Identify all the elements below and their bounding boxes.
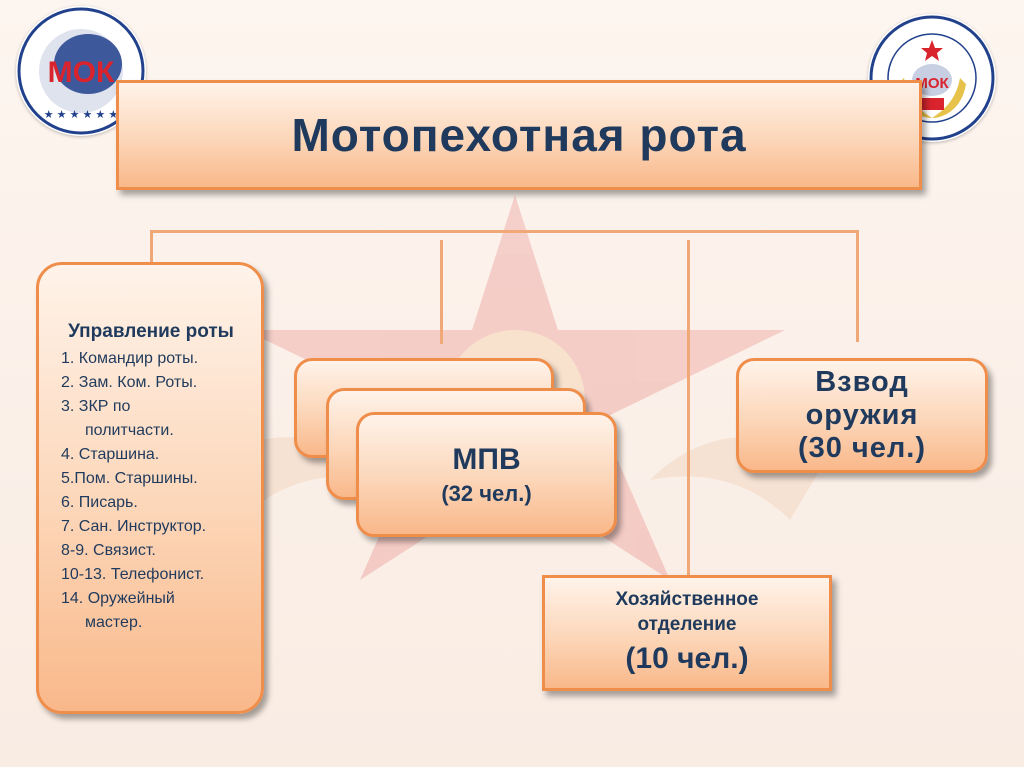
management-list: 1. Командир роты. 2. Зам. Ком. Роты. 3. … <box>61 347 261 635</box>
management-item: 7. Сан. Инструктор. <box>61 518 207 535</box>
management-box: Управление роты 1. Командир роты. 2. Зам… <box>36 262 264 714</box>
management-item: 4. Старшина. <box>61 446 160 463</box>
logo-right-text: МОК <box>915 75 949 92</box>
weapons-count: (30 чел.) <box>797 432 927 464</box>
management-item: мастер. <box>85 614 143 631</box>
connector-to-weapons <box>856 230 859 342</box>
svg-text:★ ★ ★ ★ ★ ★: ★ ★ ★ ★ ★ ★ <box>44 109 119 121</box>
household-line1: Хозяйственное <box>615 589 759 610</box>
management-item: 6. Писарь. <box>61 494 138 511</box>
management-title: Управление роты <box>68 321 234 342</box>
connector-to-mpv <box>440 240 443 344</box>
connector-to-management <box>150 230 153 264</box>
logo-left-text: МОК <box>48 56 115 89</box>
management-item: 1. Командир роты. <box>61 350 199 367</box>
connector-to-household <box>687 240 690 577</box>
mpv-name: МПВ <box>452 442 521 476</box>
management-item: 2. Зам. Ком. Роты. <box>61 374 198 391</box>
management-item: 14. Оружейный <box>61 590 175 607</box>
weapons-platoon-box: Взвод оружия (30 чел.) <box>736 358 988 473</box>
mpv-box: МПВ (32 чел.) <box>356 412 617 537</box>
connector-horizontal <box>150 230 859 233</box>
mpv-count: (32 чел.) <box>441 480 532 506</box>
management-item: политчасти. <box>85 422 174 439</box>
weapons-line2: оружия <box>805 399 919 431</box>
management-item: 3. ЗКР по <box>61 398 131 415</box>
management-item: 10-13. Телефонист. <box>61 566 205 583</box>
household-count: (10 чел.) <box>625 642 749 675</box>
management-item: 8-9. Связист. <box>61 542 156 559</box>
title-box: Мотопехотная рота <box>116 80 922 190</box>
weapons-line1: Взвод <box>815 366 909 398</box>
management-item: 5.Пом. Старшины. <box>61 470 198 487</box>
mok-corporation-logo: МОК ★ ★ ★ ★ ★ ★ <box>16 6 146 136</box>
page-title: Мотопехотная рота <box>291 109 747 161</box>
household-section-box: Хозяйственное отделение (10 чел.) <box>542 575 832 691</box>
household-line2: отделение <box>637 614 737 635</box>
